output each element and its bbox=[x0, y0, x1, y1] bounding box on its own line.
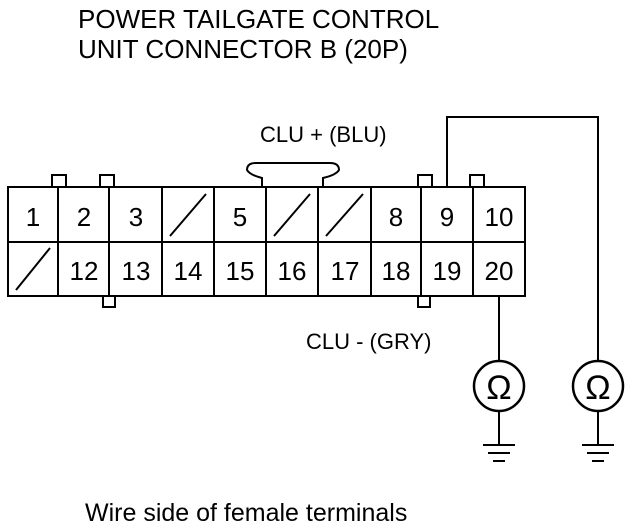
terminal-17: 17 bbox=[331, 256, 360, 286]
title-line-2: UNIT CONNECTOR B (20P) bbox=[78, 34, 408, 64]
ohmmeter-icon: Ω bbox=[571, 359, 625, 413]
terminal-20: 20 bbox=[485, 256, 514, 286]
clu-minus-label: CLU - (GRY) bbox=[306, 329, 432, 354]
terminal-2: 2 bbox=[77, 202, 91, 232]
connector-tabs bbox=[51, 162, 485, 308]
terminal-12: 12 bbox=[70, 256, 99, 286]
ground-icon bbox=[582, 411, 614, 462]
probe-wires bbox=[446, 116, 599, 362]
cell-dividers bbox=[57, 187, 474, 296]
terminal-18: 18 bbox=[382, 256, 411, 286]
terminal-14: 14 bbox=[174, 256, 203, 286]
terminal-5: 5 bbox=[233, 202, 247, 232]
title-line-1: POWER TAILGATE CONTROL bbox=[78, 4, 439, 34]
terminal-15: 15 bbox=[226, 256, 255, 286]
terminal-9: 9 bbox=[440, 202, 454, 232]
unused-terminal-marks bbox=[15, 193, 364, 291]
terminal-8: 8 bbox=[389, 202, 403, 232]
terminal-19: 19 bbox=[433, 256, 462, 286]
ohmmeter-icon: Ω bbox=[472, 359, 526, 413]
terminal-13: 13 bbox=[122, 256, 151, 286]
terminal-10: 10 bbox=[485, 202, 514, 232]
ground-icon bbox=[483, 411, 515, 462]
caption: Wire side of female terminals bbox=[85, 499, 407, 527]
terminal-16: 16 bbox=[278, 256, 307, 286]
bottom-row-terminals: 12 13 14 15 16 17 18 19 20 bbox=[70, 256, 514, 286]
top-row-terminals: 1 2 3 5 8 9 10 bbox=[26, 202, 514, 232]
ohm-symbol-left: Ω bbox=[486, 369, 511, 407]
ohm-symbol-right: Ω bbox=[585, 369, 610, 407]
clu-plus-label: CLU + (BLU) bbox=[260, 122, 387, 147]
terminal-3: 3 bbox=[129, 202, 143, 232]
terminal-1: 1 bbox=[26, 202, 40, 232]
